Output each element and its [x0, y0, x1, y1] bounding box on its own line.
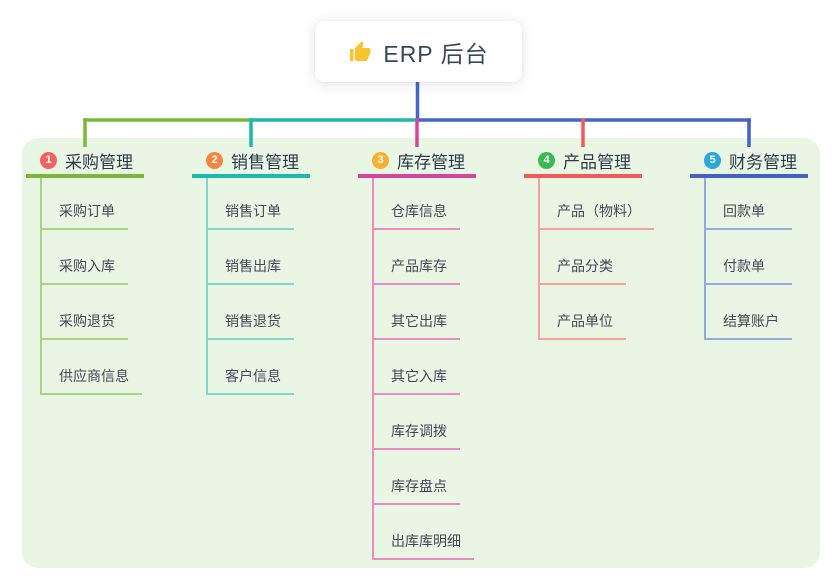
root-node[interactable]: ERP 后台	[315, 21, 522, 82]
branch-number-badge: 5	[704, 151, 721, 169]
branch-number-badge: 3	[372, 151, 389, 169]
branch-children: 销售订单销售出库销售退货客户信息	[206, 178, 294, 395]
branch-title: 采购管理	[65, 152, 133, 172]
child-node[interactable]: 采购退货	[42, 285, 128, 340]
child-node[interactable]: 采购订单	[42, 178, 128, 230]
child-node[interactable]: 供应商信息	[42, 340, 142, 395]
branch-title: 库存管理	[397, 152, 465, 172]
child-node[interactable]: 销售出库	[208, 230, 294, 285]
branch-title: 销售管理	[231, 152, 299, 172]
branch-children: 回款单付款单结算账户	[704, 178, 792, 340]
branch-销售管理: 2 销售管理 销售订单销售出库销售退货客户信息	[192, 146, 310, 395]
branch-header[interactable]: 1 采购管理	[26, 146, 144, 178]
mindmap-panel	[22, 138, 820, 568]
branch-children: 仓库信息产品库存其它出库其它入库库存调拨库存盘点出库库明细	[372, 178, 474, 560]
branch-title: 财务管理	[729, 152, 797, 172]
branch-产品管理: 4 产品管理 产品（物料）产品分类产品单位	[524, 146, 654, 340]
branch-header[interactable]: 3 库存管理	[358, 146, 476, 178]
branch-header[interactable]: 5 财务管理	[690, 146, 808, 178]
child-node[interactable]: 销售退货	[208, 285, 294, 340]
child-node[interactable]: 回款单	[706, 178, 792, 230]
branch-财务管理: 5 财务管理 回款单付款单结算账户	[690, 146, 808, 340]
branch-number-badge: 4	[538, 151, 555, 169]
child-node[interactable]: 仓库信息	[374, 178, 460, 230]
child-node[interactable]: 出库库明细	[374, 505, 474, 560]
branch-header[interactable]: 4 产品管理	[524, 146, 642, 178]
root-title: ERP 后台	[383, 40, 489, 67]
child-node[interactable]: 客户信息	[208, 340, 294, 395]
child-node[interactable]: 库存盘点	[374, 450, 460, 505]
child-node[interactable]: 产品分类	[540, 230, 626, 285]
branch-number-badge: 1	[40, 151, 57, 169]
branch-title: 产品管理	[563, 152, 631, 172]
thumbs-up-icon	[348, 40, 372, 64]
branch-number-badge: 2	[206, 151, 223, 169]
child-node[interactable]: 结算账户	[706, 285, 792, 340]
child-node[interactable]: 采购入库	[42, 230, 128, 285]
child-node[interactable]: 其它出库	[374, 285, 460, 340]
child-node[interactable]: 其它入库	[374, 340, 460, 395]
branch-header[interactable]: 2 销售管理	[192, 146, 310, 178]
branch-采购管理: 1 采购管理 采购订单采购入库采购退货供应商信息	[26, 146, 144, 395]
branch-库存管理: 3 库存管理 仓库信息产品库存其它出库其它入库库存调拨库存盘点出库库明细	[358, 146, 476, 560]
branch-children: 采购订单采购入库采购退货供应商信息	[40, 178, 142, 395]
child-node[interactable]: 产品（物料）	[540, 178, 654, 230]
child-node[interactable]: 产品库存	[374, 230, 460, 285]
child-node[interactable]: 销售订单	[208, 178, 294, 230]
child-node[interactable]: 付款单	[706, 230, 792, 285]
branch-children: 产品（物料）产品分类产品单位	[538, 178, 654, 340]
child-node[interactable]: 产品单位	[540, 285, 626, 340]
child-node[interactable]: 库存调拨	[374, 395, 460, 450]
